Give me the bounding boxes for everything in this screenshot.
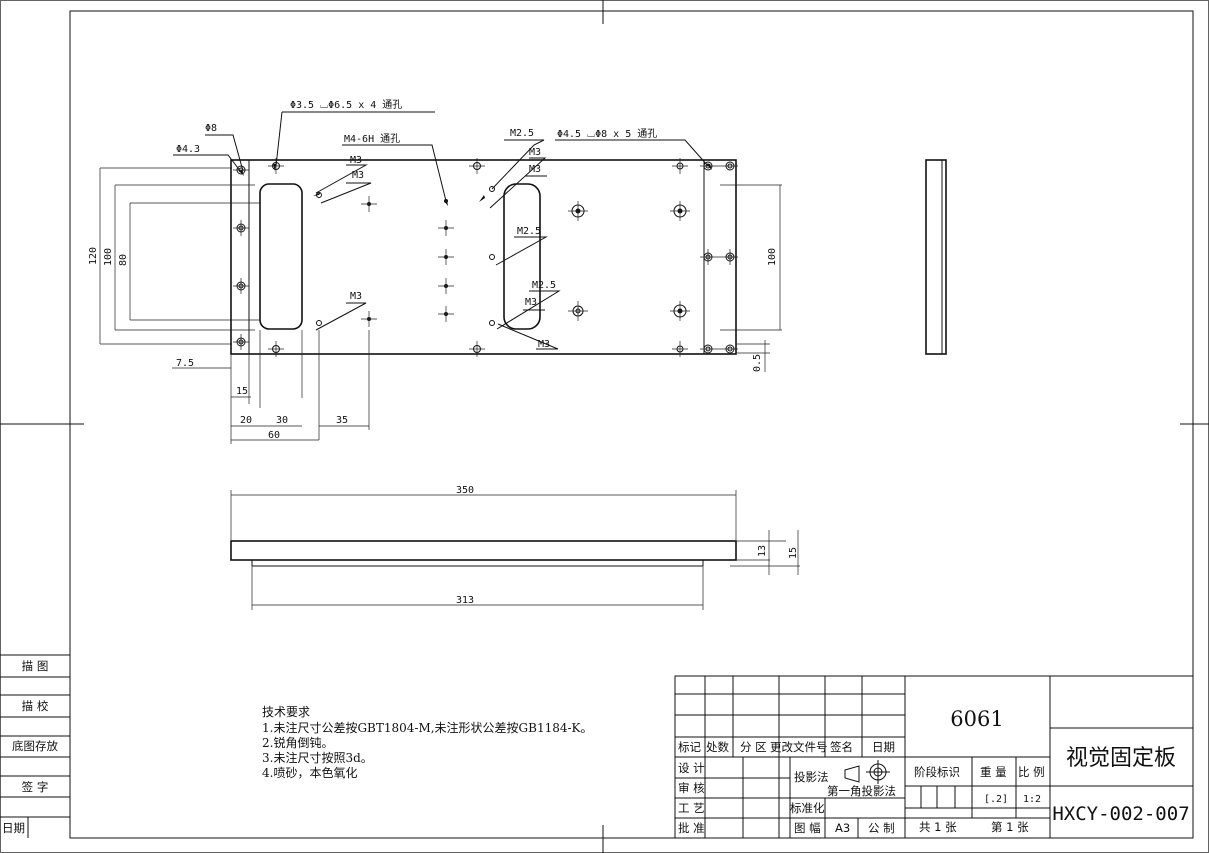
front-view: 350 313 13 15 xyxy=(230,485,800,610)
dim-20: 20 xyxy=(240,415,252,426)
m3-label-6: M3 xyxy=(525,297,537,308)
projection-symbol-icon xyxy=(844,760,890,784)
m46h-label: M4-6H 通孔 xyxy=(344,133,400,145)
leader-arrows xyxy=(239,164,712,206)
dim-350: 350 xyxy=(456,485,474,496)
tb-approve: 批 准 xyxy=(678,821,705,835)
tb-total-sheets: 共 1 张 xyxy=(919,820,957,834)
strip-archive: 底图存放 xyxy=(12,739,58,753)
tb-design: 设 计 xyxy=(678,761,705,775)
tech-requirements: 技术要求 1.未注尺寸公差按GBT1804-M,未注形状公差按GB1184-K。… xyxy=(262,705,593,780)
bottom-horizontal-dims xyxy=(172,330,370,444)
tb-sheet-size-label: 图 幅 xyxy=(794,821,821,835)
dim-100-right: 100 xyxy=(767,248,778,266)
tb-zone: 分 区 xyxy=(740,740,767,754)
m3-label-2: M3 xyxy=(529,164,541,175)
tb-scale-value: 1:2 xyxy=(1023,794,1041,805)
tb-part-name: 视觉固定板 xyxy=(1066,746,1176,771)
strip-date: 日期 xyxy=(2,821,25,835)
m25-label-mid: M2.5 xyxy=(517,226,541,237)
tb-weight-label: 重 量 xyxy=(980,765,1007,779)
plate-outline xyxy=(230,159,737,355)
phi8-label: Φ8 xyxy=(205,123,217,134)
tb-material: 6061 xyxy=(950,707,1003,731)
tb-standardize: 标准化 xyxy=(790,801,825,815)
tb-date: 日期 xyxy=(872,740,895,754)
m3-label-3: M3 xyxy=(350,155,362,166)
left-strip: 描 图 描 校 底图存放 签 字 日期 xyxy=(0,654,70,838)
side-view xyxy=(925,159,947,355)
right-vertical-dims xyxy=(720,184,782,372)
m3-label-5: M3 xyxy=(350,291,362,302)
title-block: 标记 处数 分 区 更改文件号 签名 日期 设 计 审 核 工 艺 批 准 投影… xyxy=(674,675,1194,839)
strip-signature: 签 字 xyxy=(22,780,49,794)
phi43-label: Φ4.3 xyxy=(176,144,200,155)
dim-7-5: 7.5 xyxy=(176,358,194,369)
dim-15: 15 xyxy=(236,386,248,397)
tb-public: 公 制 xyxy=(868,821,895,835)
dim-30: 30 xyxy=(276,415,288,426)
front-body xyxy=(230,540,737,561)
dim-15-front: 15 xyxy=(788,547,799,559)
m3-label-1: M3 xyxy=(529,147,541,158)
dim-100-left: 100 xyxy=(103,248,114,266)
strip-check: 描 校 xyxy=(22,699,49,713)
dim-60: 60 xyxy=(268,430,280,441)
leaders xyxy=(173,111,709,350)
dim-35: 35 xyxy=(336,415,348,426)
tech-heading: 技术要求 xyxy=(262,705,310,719)
m25-label-low: M2.5 xyxy=(532,280,556,291)
tech-line-1: 1.未注尺寸公差按GBT1804-M,未注形状公差按GB1184-K。 xyxy=(262,720,593,735)
tb-projection-name: 第一角投影法 xyxy=(827,784,896,798)
hole-a-label: Φ3.5 ⌴Φ6.5 x 4 通孔 xyxy=(290,99,402,111)
left-vertical-dims xyxy=(99,167,260,345)
tb-scale-label: 比 例 xyxy=(1018,765,1045,779)
tb-stage-value: [.2] xyxy=(984,794,1008,805)
top-view: Φ3.5 ⌴Φ6.5 x 4 通孔 Φ8 Φ4.3 M4-6H 通孔 M2.5 … xyxy=(88,99,782,444)
tb-drawing-number: HXCY-002-007 xyxy=(1052,803,1189,825)
tb-sheet-size: A3 xyxy=(835,821,850,835)
dim-120: 120 xyxy=(88,247,99,265)
tb-stage-label: 阶段标识 xyxy=(914,765,960,779)
tb-mark: 标记 xyxy=(678,740,701,754)
tech-line-4: 4.喷砂，本色氧化 xyxy=(262,766,357,780)
tb-change-doc: 更改文件号 xyxy=(770,740,828,754)
strip-drafting: 描 图 xyxy=(22,659,49,673)
dim-13: 13 xyxy=(757,545,768,557)
tb-sheet-no: 第 1 张 xyxy=(991,820,1029,834)
tb-process: 工 艺 xyxy=(678,801,705,815)
tech-line-2: 2.锐角倒钝。 xyxy=(262,736,333,750)
dim-0-5: 0.5 xyxy=(752,354,763,372)
right-slot xyxy=(503,183,541,330)
tb-sign: 签名 xyxy=(830,740,853,754)
tb-count: 处数 xyxy=(706,740,729,754)
holes xyxy=(236,161,735,354)
tech-line-3: 3.未注尺寸按照3d。 xyxy=(262,750,373,765)
dim-313: 313 xyxy=(456,595,474,606)
tb-review: 审 核 xyxy=(678,781,705,795)
m3-label-4: M3 xyxy=(352,170,364,181)
m3-label-7: M3 xyxy=(538,339,550,350)
centerlines xyxy=(233,158,738,357)
hole-b-label: Φ4.5 ⌴Φ8 x 5 通孔 xyxy=(557,128,657,140)
m25-label-top: M2.5 xyxy=(510,128,534,139)
tb-projection-label: 投影法 xyxy=(794,770,829,784)
left-slot xyxy=(259,183,303,330)
dim-80: 80 xyxy=(118,254,129,266)
